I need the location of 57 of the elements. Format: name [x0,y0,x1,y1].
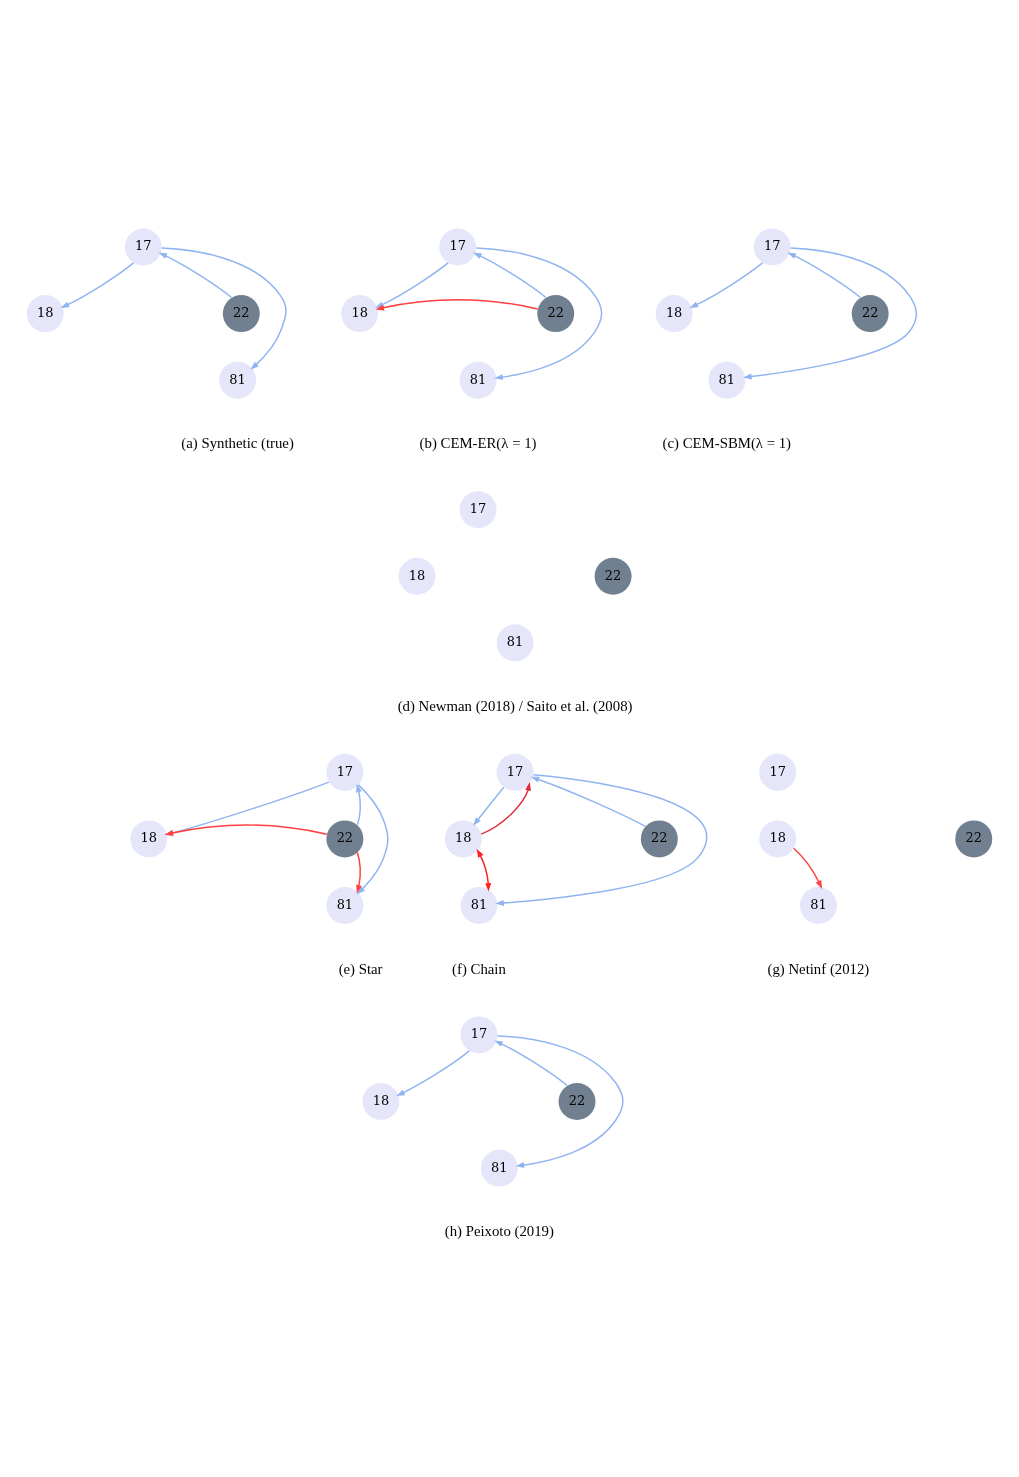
node-circle: 17 [439,228,477,265]
node-circle: 18 [655,294,693,332]
arrow [787,252,862,298]
arrow [476,848,492,892]
label: (h) Peixoto (2019) [444,1222,554,1239]
node-circle: 81 [708,361,746,399]
node-circle: 22 [326,819,364,857]
node-circle: 17 [753,228,791,265]
arrow [356,783,389,894]
label: (d) Newman (2018) / Saito et al. (2008) [397,697,633,714]
label: (b) CEM-ER(λ = 1) [419,434,537,451]
node-circle: 81 [480,1149,518,1187]
node-circle: 22 [851,294,889,332]
arrow [475,246,603,380]
node-circle: 18 [26,294,64,332]
node-circle: 81 [460,886,498,924]
arrow [356,783,362,825]
arrow [494,1039,568,1086]
arrow [743,246,918,379]
node-circle: 81 [799,886,837,924]
arrow [689,261,764,308]
node-circle: 22 [640,819,678,857]
arrow [158,252,233,298]
node-circle: 22 [222,294,260,332]
node-circle: 22 [537,294,575,332]
label: (a) Synthetic (true) [181,434,294,451]
arrow [496,1034,624,1168]
arrow [356,851,362,893]
arrow [530,776,647,827]
label: (e) Star [338,960,383,977]
node-circle: 17 [124,228,162,265]
arrow [164,823,328,836]
arrow [396,1049,471,1096]
arrow [495,773,707,906]
node-circle: 22 [955,819,993,857]
node-circle: 17 [459,490,497,528]
node-circle: 17 [759,753,797,791]
label: (g) Netinf (2012) [767,960,870,977]
node-circle: 81 [459,361,497,399]
arrow [60,261,135,308]
node-circle: 17 [460,1015,498,1053]
arrow [473,786,505,826]
arrow [161,246,287,370]
node-circle: 18 [362,1082,400,1120]
node-circle: 18 [759,819,797,857]
node-circle: 22 [558,1082,596,1120]
label: (f) Chain [452,960,506,977]
node-circle: 18 [341,294,379,332]
node-circle: 81 [496,623,534,661]
node-circle: 18 [130,819,168,857]
label: (c) CEM-SBM(λ = 1) [662,434,792,451]
arrow [480,781,531,835]
arrow [473,252,547,298]
node-circle: 22 [594,557,632,595]
arrow [164,780,330,836]
arrow [793,847,823,889]
node-circle: 18 [398,557,436,595]
